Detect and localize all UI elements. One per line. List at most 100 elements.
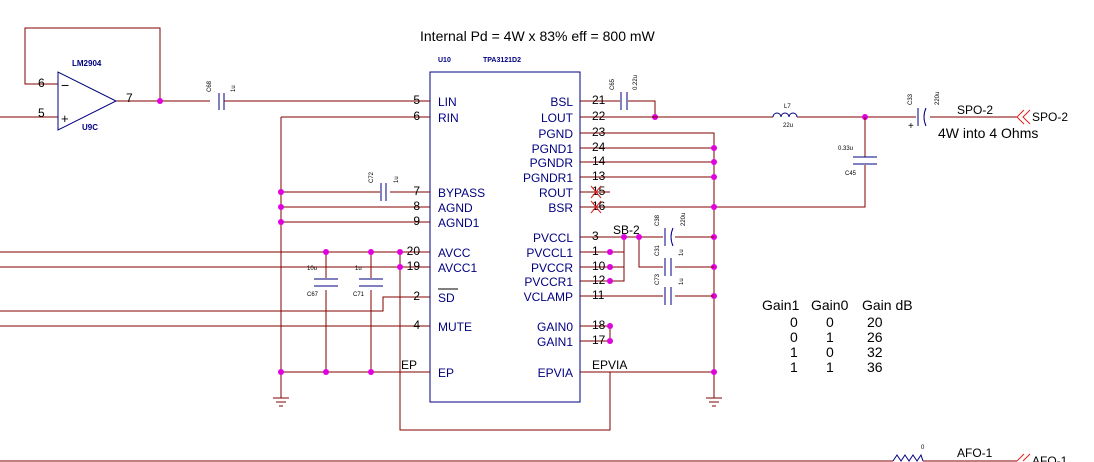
chip-part: TPA3121D2 [483, 57, 521, 64]
afo-net-label: AFO-1 [957, 446, 993, 460]
right-pin-num: 16 [592, 199, 606, 213]
l7-ref: L7 [784, 104, 791, 110]
right-pin-name: PGND [538, 127, 573, 141]
left-pin-num: 20 [407, 244, 421, 258]
right-pin-num: 23 [592, 125, 606, 139]
right-pin-num: 3 [592, 229, 599, 243]
sd-mute-nets [0, 296, 410, 327]
ep-net-label: EP [401, 358, 417, 372]
gain-table-cell: 1 [790, 359, 798, 375]
c38-value: 220u [681, 213, 687, 226]
avcc-nets [0, 249, 611, 431]
right-pin-num: 17 [592, 333, 606, 347]
c71-ref: C71 [353, 292, 365, 298]
left-pin-name: AVCC1 [438, 261, 477, 275]
capacitor-c65: C65 0.22u [610, 75, 658, 120]
left-pin-num: 5 [413, 93, 420, 107]
right-pin-num: 24 [592, 140, 606, 154]
capacitor-c71: 1u C71 [353, 266, 383, 298]
left-pin-num: 6 [413, 109, 420, 123]
c73-value: 1u [679, 278, 685, 285]
left-pin-name: RIN [438, 111, 459, 125]
right-pin-num: 1 [592, 244, 599, 258]
right-pin-name: PVCCR [531, 261, 573, 275]
left-pin-name: AGND [438, 201, 473, 215]
c45-value: 0.33u [838, 146, 853, 152]
gain-table-header: Gain dB [862, 297, 913, 313]
left-pin-name: AGND1 [438, 216, 480, 230]
left-pin-num: 7 [413, 184, 420, 198]
l7-value: 22u [783, 123, 793, 129]
left-pin-num: 4 [413, 318, 420, 332]
gain-table-cell: 1 [826, 329, 834, 345]
capacitor-c31: C31 1u [655, 244, 685, 276]
svg-text:−: − [61, 77, 69, 93]
c31-value: 1u [679, 249, 685, 256]
capacitor-c67: 10u C67 [307, 266, 338, 298]
right-pin-num: 15 [592, 184, 606, 198]
c67-value: 10u [307, 266, 317, 272]
gain-nets [607, 323, 613, 344]
gain-table-header: Gain1 [762, 297, 800, 313]
left-pin-num: 8 [413, 199, 420, 213]
c67-ref: C67 [307, 292, 319, 298]
afo-net: 0 AFO-1 AFO-1 [0, 445, 1068, 462]
gain-table-header: Gain0 [811, 297, 849, 313]
c33-ref: C33 [908, 93, 914, 105]
right-pin-name: BSR [548, 201, 573, 215]
left-pin-num: 9 [413, 214, 420, 228]
spo-load-note: 4W into 4 Ohms [938, 125, 1038, 141]
left-pin-name: SD [438, 291, 455, 305]
svg-text:+: + [61, 111, 69, 126]
svg-text:+: + [908, 121, 914, 132]
gain-table-cell: 1 [790, 344, 798, 360]
opamp-u9c: − + LM2904 U9C 6 5 7 [0, 27, 210, 132]
c38-ref: C38 [655, 214, 661, 226]
right-pin-name: PVCCL [533, 231, 573, 245]
c31-ref: C31 [655, 244, 661, 256]
gain-table-cell: 26 [867, 329, 883, 345]
spo-port-label: SPO-2 [1032, 110, 1068, 124]
right-pin-name: GAIN1 [537, 335, 573, 349]
r-bottom-value: 0 [921, 445, 925, 451]
output-path: L7 22u + C33 220u SPO-2 SPO-2 4W into 4 … [610, 92, 1068, 141]
gain-table-cell: 20 [867, 314, 883, 330]
spo-net-label: SPO-2 [957, 103, 993, 117]
sb-net-label: SB-2 [613, 223, 640, 237]
gain-table-cell: 32 [867, 344, 883, 360]
c72-value: 1u [394, 176, 400, 183]
afo-port-label: AFO-1 [1032, 454, 1068, 462]
gain-table-cell: 0 [826, 314, 834, 330]
c68-value: 1u [231, 85, 237, 92]
right-pin-num: 11 [592, 288, 605, 302]
right-pin-num: 21 [592, 93, 606, 107]
capacitor-c45: 0.33u C45 [610, 117, 877, 208]
right-pin-num: 10 [592, 259, 606, 273]
chip-ref: U10 [438, 57, 451, 64]
no-connect-marks [590, 185, 602, 214]
opamp-pin-plus: 5 [38, 106, 45, 120]
c68-ref: C68 [207, 80, 213, 92]
left-pin-num: 2 [413, 289, 420, 303]
power-dissipation-note: Internal Pd = 4W x 83% eff = 800 mW [420, 28, 656, 44]
right-pin-name: PGNDR [530, 156, 574, 170]
right-pin-num: 13 [592, 169, 606, 183]
c33-value: 220u [935, 92, 941, 105]
right-pin-name: PGND1 [532, 142, 574, 156]
right-pin-num: 14 [592, 154, 606, 168]
chip-right-pins: 21BSL22LOUT23PGND24PGND114PGNDR13PGNDR11… [523, 93, 606, 380]
pvcc-nets: SB-2 [607, 223, 714, 297]
right-pin-num: 18 [592, 318, 606, 332]
right-pin-num: 22 [592, 109, 606, 123]
epvia-net-label: EPVIA [592, 358, 627, 372]
c73-ref: C73 [655, 273, 661, 285]
gain-table-cell: 1 [826, 359, 834, 375]
opamp-pin-minus: 6 [38, 76, 45, 90]
left-pin-name: BYPASS [438, 186, 485, 200]
c65-value: 0.22u [633, 75, 639, 90]
c45-ref: C45 [845, 171, 857, 177]
opamp-part-label: LM2904 [72, 59, 102, 68]
